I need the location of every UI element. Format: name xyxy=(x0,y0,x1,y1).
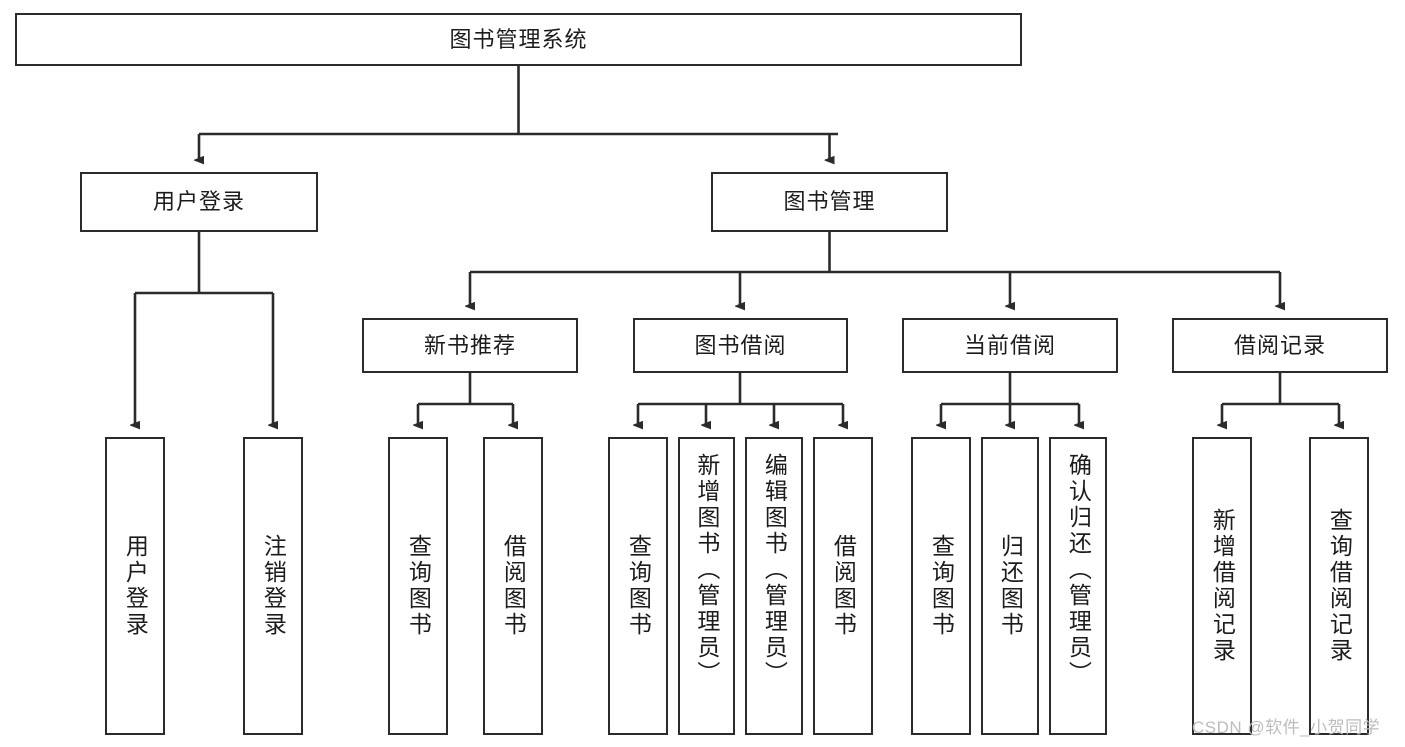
leaf-book-borrow-query[interactable]: 查询图书 xyxy=(608,437,668,735)
node-root[interactable]: 图书管理系统 xyxy=(15,13,1022,66)
leaf-new-book-query[interactable]: 查询图书 xyxy=(388,437,448,735)
node-new-book-recommend-label: 新书推荐 xyxy=(423,332,516,358)
node-book-management-label: 图书管理 xyxy=(783,189,876,215)
node-borrow-record-label: 借阅记录 xyxy=(1233,332,1326,358)
node-book-management[interactable]: 图书管理 xyxy=(711,172,948,232)
leaf-label: 查询图书 xyxy=(928,534,955,638)
leaf-user-login-login[interactable]: 用户登录 xyxy=(105,437,165,735)
leaf-current-borrow-return[interactable]: 归还图书 xyxy=(981,437,1039,735)
leaf-book-borrow-edit[interactable]: 编辑图书（管理员） xyxy=(745,437,803,735)
leaf-label: 借阅图书 xyxy=(500,534,527,638)
leaf-label: 新增图书（管理员） xyxy=(693,453,720,687)
node-borrow-record[interactable]: 借阅记录 xyxy=(1172,318,1388,373)
leaf-current-borrow-query[interactable]: 查询图书 xyxy=(911,437,971,735)
leaf-label: 查询图书 xyxy=(625,534,652,638)
node-book-borrow-label: 图书借阅 xyxy=(694,332,787,358)
leaf-label: 查询图书 xyxy=(405,534,432,638)
leaf-user-login-logout[interactable]: 注销登录 xyxy=(243,437,303,735)
leaf-label: 新增借阅记录 xyxy=(1209,508,1236,664)
leaf-book-borrow-add[interactable]: 新增图书（管理员） xyxy=(678,437,735,735)
leaf-current-borrow-confirm[interactable]: 确认归还（管理员） xyxy=(1049,437,1107,735)
node-root-label: 图书管理系统 xyxy=(449,26,588,52)
leaf-label: 借阅图书 xyxy=(830,534,857,638)
leaf-label: 归还图书 xyxy=(997,534,1024,638)
csdn-watermark: CSDN @软件_小贺同学 xyxy=(1192,718,1381,737)
leaf-label: 用户登录 xyxy=(122,534,149,638)
leaf-label: 查询借阅记录 xyxy=(1326,508,1353,664)
node-user-login-label: 用户登录 xyxy=(152,189,245,215)
node-user-login[interactable]: 用户登录 xyxy=(80,172,318,232)
leaf-new-book-borrow[interactable]: 借阅图书 xyxy=(483,437,543,735)
leaf-borrow-record-query[interactable]: 查询借阅记录 xyxy=(1309,437,1369,735)
leaf-label: 注销登录 xyxy=(260,534,287,638)
node-book-borrow[interactable]: 图书借阅 xyxy=(633,318,848,373)
leaf-borrow-record-add[interactable]: 新增借阅记录 xyxy=(1192,437,1252,735)
node-new-book-recommend[interactable]: 新书推荐 xyxy=(362,318,578,373)
node-current-borrow-label: 当前借阅 xyxy=(963,332,1056,358)
leaf-label: 确认归还（管理员） xyxy=(1065,453,1092,687)
leaf-label: 编辑图书（管理员） xyxy=(761,453,788,687)
node-current-borrow[interactable]: 当前借阅 xyxy=(902,318,1118,373)
leaf-book-borrow-borrow[interactable]: 借阅图书 xyxy=(813,437,873,735)
